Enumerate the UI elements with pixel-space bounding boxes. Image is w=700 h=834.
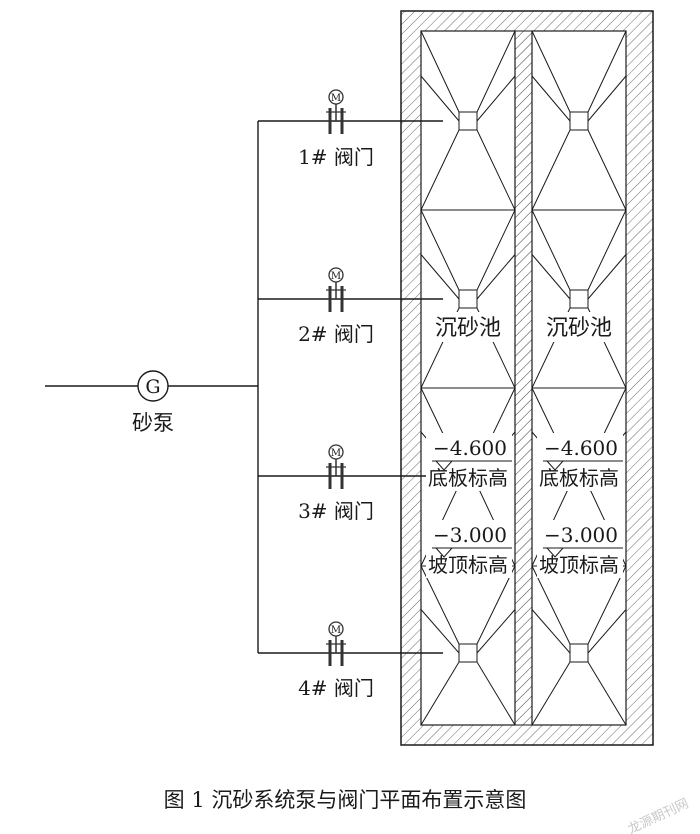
hopper-side-line <box>476 609 516 654</box>
valve-motor-letter: M <box>331 448 341 459</box>
tank-cell-right <box>531 30 627 726</box>
label-backdrop <box>539 312 619 342</box>
label-backdrop <box>426 433 512 491</box>
hopper-side-line <box>476 75 516 122</box>
hopper-slope-line <box>420 565 460 645</box>
hopper-outlet <box>569 111 589 131</box>
tank-cell-left <box>420 30 516 726</box>
pump-symbol-circle <box>137 370 169 402</box>
valve-label: 4# 阀门 <box>298 676 374 700</box>
piping <box>45 120 443 654</box>
valve-motor-circle <box>328 267 344 283</box>
hopper-slope-line <box>531 30 571 113</box>
label-backdrop <box>428 312 508 342</box>
valve-label: 1# 阀门 <box>298 145 374 169</box>
hopper-slope-line <box>587 30 627 113</box>
hopper-side-line <box>420 254 460 300</box>
hopper-outlet <box>458 111 478 131</box>
valve-motor-letter: M <box>331 271 341 282</box>
hopper-side-line <box>531 254 571 300</box>
valve-label: 2# 阀门 <box>298 322 374 346</box>
hopper-slope-line <box>587 565 627 645</box>
hopper-outlet <box>569 289 589 309</box>
hopper-side-line <box>420 75 460 122</box>
hopper-slope-line <box>476 129 516 211</box>
hopper-side-line <box>531 609 571 654</box>
label-backdrop <box>537 433 623 491</box>
valve-2: M 2# 阀门 <box>298 267 374 346</box>
figure-caption: 图 1 沉砂系统泵与阀门平面布置示意图 <box>164 788 527 812</box>
hopper-slope-line <box>531 661 571 726</box>
hopper-outlet <box>569 643 589 663</box>
bottom-elevation-label: 底板标高 <box>428 466 508 490</box>
hopper-slope-line <box>531 129 571 211</box>
elevation-marker <box>546 460 564 471</box>
watermark: 龙源期刊网 <box>626 796 691 834</box>
pump-symbol-letter: G <box>145 376 160 398</box>
hopper-slope-line <box>420 129 460 211</box>
pump-label: 砂泵 <box>132 411 174 435</box>
hopper-outlet <box>458 643 478 663</box>
sand-pump: G 砂泵 <box>132 370 174 435</box>
hopper-side-line <box>587 75 627 122</box>
label-backdrop <box>537 520 623 578</box>
hopper-slope-line <box>476 565 516 645</box>
valve-motor-circle <box>328 89 344 105</box>
slope-elevation-label: 坡顶标高 <box>428 553 508 577</box>
hopper-slope-line <box>587 209 627 291</box>
slope-elevation-value: −3.000 <box>544 523 618 547</box>
valve-label: 3# 阀门 <box>298 499 374 523</box>
hopper-slope-line <box>476 661 516 726</box>
hopper-slope-line <box>420 30 460 113</box>
hopper-slope-line <box>587 661 627 726</box>
valve-4: M 4# 阀门 <box>298 621 374 700</box>
hopper-slope-line <box>531 209 571 291</box>
tank-left-labels: 沉砂池 −4.600 底板标高 −3.000 坡顶标高 <box>426 312 512 578</box>
tank-name: 沉砂池 <box>435 316 501 341</box>
hopper-slope-line <box>587 129 627 211</box>
hopper-slope-line <box>531 565 571 645</box>
hopper-slope-line <box>420 661 460 726</box>
hopper-side-line <box>587 609 627 654</box>
bottom-elevation-value: −4.600 <box>433 436 507 460</box>
elevation-marker <box>435 460 453 471</box>
valve-motor-circle <box>328 621 344 637</box>
valve-motor-circle <box>328 444 344 460</box>
hopper-slope-line <box>420 209 460 291</box>
tank-right-labels: 沉砂池 −4.600 底板标高 −3.000 坡顶标高 <box>537 312 623 578</box>
tank-name: 沉砂池 <box>546 316 612 341</box>
tank-structure <box>400 10 654 746</box>
hopper-side-line <box>587 254 627 300</box>
valve-motor-letter: M <box>331 625 341 636</box>
hopper-slope-line <box>476 30 516 113</box>
valve-3: M 3# 阀门 <box>298 444 374 523</box>
bottom-elevation-value: −4.600 <box>544 436 618 460</box>
slope-elevation-label: 坡顶标高 <box>539 553 619 577</box>
elevation-marker <box>546 547 564 558</box>
valve-motor-letter: M <box>331 93 341 104</box>
hopper-slope-line <box>476 209 516 291</box>
hopper-side-line <box>531 75 571 122</box>
valve-1: M 1# 阀门 <box>298 89 374 169</box>
hopper-side-line <box>476 254 516 300</box>
hopper-outlet <box>458 289 478 309</box>
elevation-marker <box>435 547 453 558</box>
slope-elevation-value: −3.000 <box>433 523 507 547</box>
hopper-side-line <box>420 609 460 654</box>
inner-wall-hatch <box>514 30 533 726</box>
label-backdrop <box>426 520 512 578</box>
bottom-elevation-label: 底板标高 <box>539 466 619 490</box>
